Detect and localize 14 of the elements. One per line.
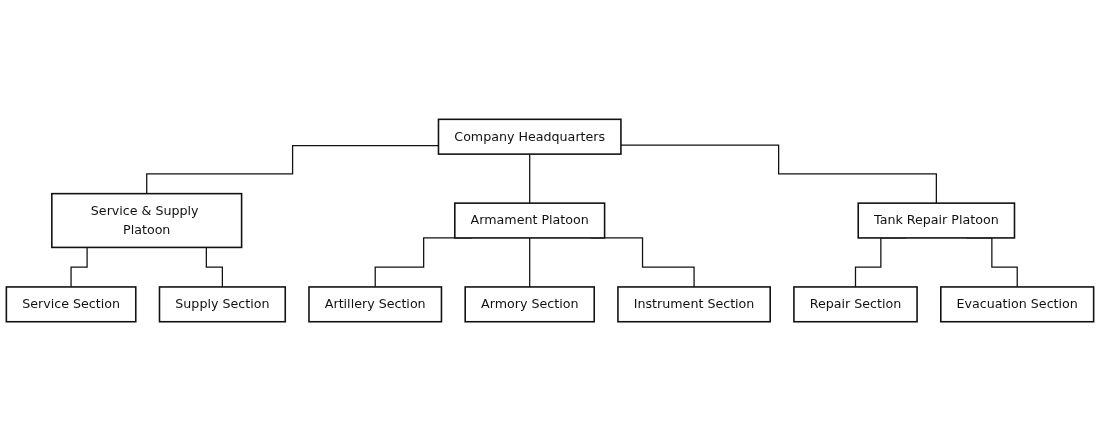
connector xyxy=(529,153,531,204)
node-box: Instrument Section xyxy=(617,286,771,323)
node-box: Repair Section xyxy=(793,286,918,323)
node-box: Company Headquarters xyxy=(437,118,622,155)
node-box: Service Section xyxy=(5,286,137,323)
node-box: Artillery Section xyxy=(308,286,443,323)
node-box: Armament Platoon xyxy=(454,202,606,239)
node-box: Tank Repair Platoon xyxy=(857,202,1016,239)
connector xyxy=(529,237,531,288)
node-box: Supply Section xyxy=(158,286,287,323)
connector xyxy=(620,144,937,204)
node-box: Service & Supply Platoon xyxy=(51,192,243,249)
node-box: Armory Section xyxy=(464,286,595,323)
node-box: Evacuation Section xyxy=(940,286,1095,323)
